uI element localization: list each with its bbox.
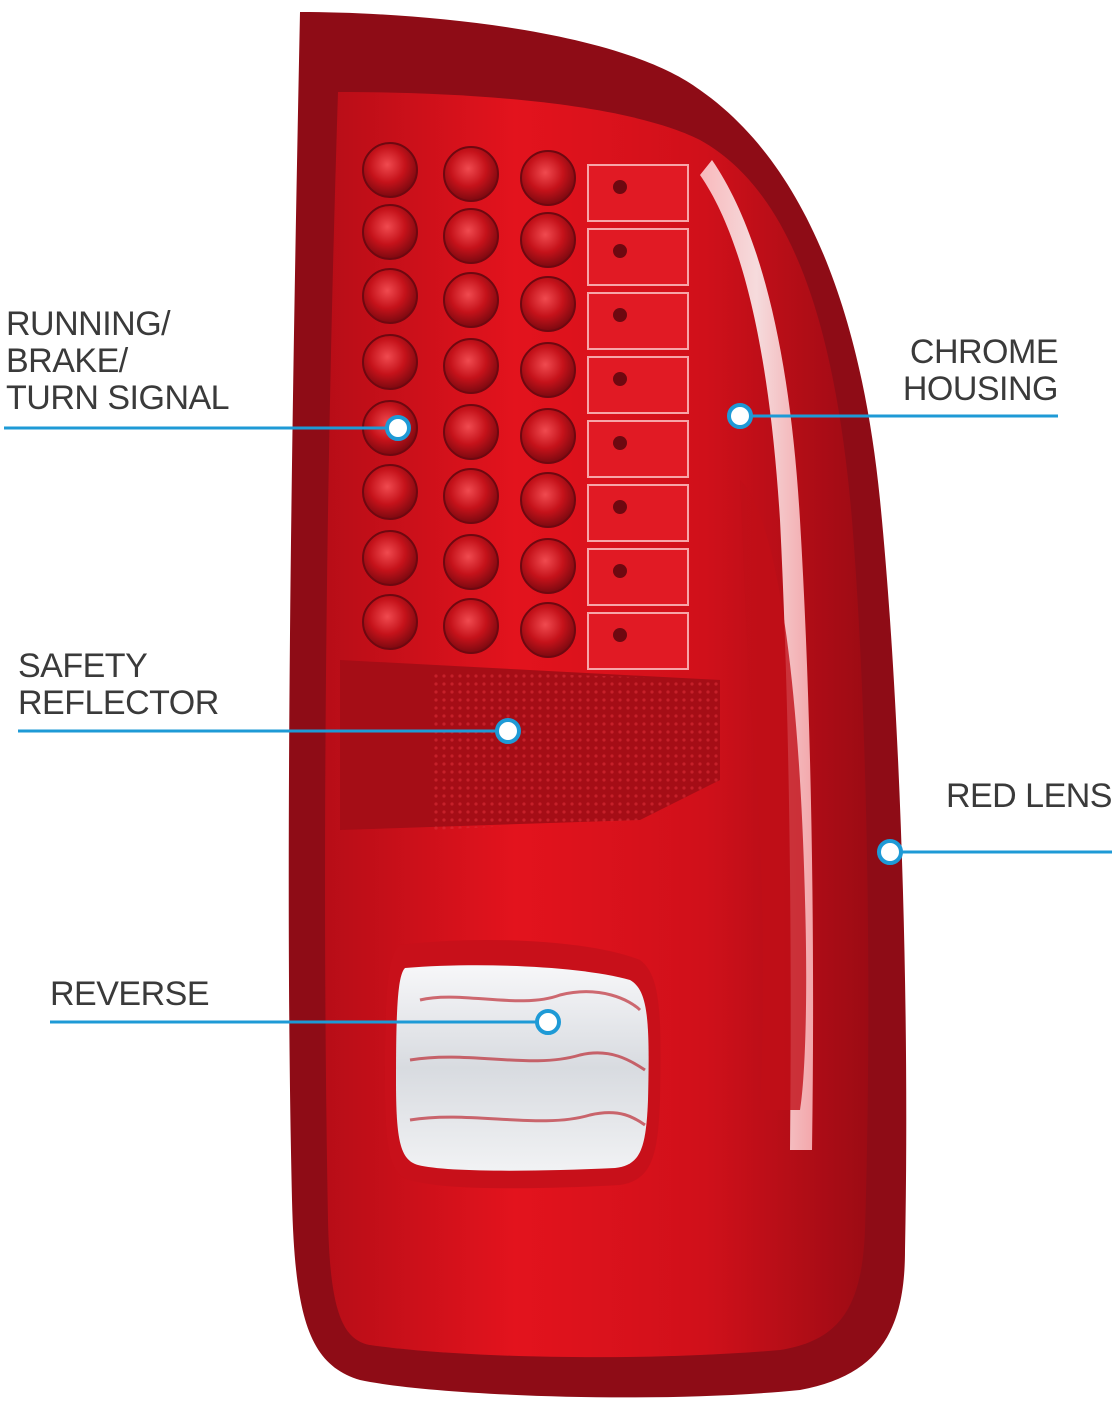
- led-bar-segment: [587, 356, 689, 414]
- led-bar-segment: [587, 164, 689, 222]
- label-safety-line-2: REFLECTOR: [18, 684, 219, 722]
- led-bulb: [362, 334, 418, 390]
- led-array: [362, 142, 576, 658]
- led-bar-segment: [587, 228, 689, 286]
- label-chrome-housing: CHROME HOUSING: [902, 333, 1059, 408]
- label-reverse: REVERSE: [50, 975, 210, 1013]
- led-bar-segments: [587, 164, 689, 670]
- led-bar-segment: [587, 484, 689, 542]
- led-bulb: [520, 472, 576, 528]
- led-bar-dot: [613, 308, 627, 322]
- inner-panel: [740, 480, 807, 1110]
- label-red-lens-line-1: RED LENS: [945, 777, 1113, 815]
- led-bulb: [362, 204, 418, 260]
- led-bulb: [362, 268, 418, 324]
- label-running-line-3: TURN SIGNAL: [6, 379, 230, 417]
- led-bar-dot: [613, 628, 627, 642]
- led-bar-segment: [587, 292, 689, 350]
- label-running-line-2: BRAKE/: [6, 342, 128, 380]
- led-bar-dot: [613, 244, 627, 258]
- label-reverse-line-1: REVERSE: [50, 975, 210, 1013]
- led-bulb: [520, 276, 576, 332]
- label-safety-reflector: SAFETY REFLECTOR: [18, 648, 219, 722]
- chrome-strip: [700, 160, 814, 1150]
- reverse-chrome-detail: [409, 990, 646, 1127]
- label-running-brake-turn: RUNNING/ BRAKE/ TURN SIGNAL: [6, 305, 230, 417]
- callout-safety-dot: [495, 718, 521, 744]
- led-bulb: [520, 408, 576, 464]
- callout-chrome-dot: [727, 403, 753, 429]
- led-bulb: [362, 142, 418, 198]
- callout-red-lens-dot: [877, 839, 903, 865]
- led-bar-dot: [613, 436, 627, 450]
- led-bulb: [443, 208, 499, 264]
- led-bulb: [520, 538, 576, 594]
- led-bulb: [520, 342, 576, 398]
- led-bulb: [443, 272, 499, 328]
- led-bar-segment: [587, 420, 689, 478]
- led-bulb: [443, 404, 499, 460]
- led-bulb: [362, 594, 418, 650]
- led-bulb: [443, 468, 499, 524]
- label-safety-line-1: SAFETY: [18, 647, 148, 685]
- led-bulb: [362, 530, 418, 586]
- led-bulb: [443, 598, 499, 654]
- label-red-lens: RED LENS: [945, 777, 1113, 815]
- led-bulb: [443, 146, 499, 202]
- led-bar-dot: [613, 500, 627, 514]
- callout-running-dot: [385, 415, 411, 441]
- label-running-line-1: RUNNING/: [6, 305, 171, 343]
- led-bar-dot: [613, 372, 627, 386]
- led-bar-segment: [587, 548, 689, 606]
- callout-lines: [4, 403, 1112, 1035]
- led-bulb: [520, 602, 576, 658]
- led-bar-segment: [587, 612, 689, 670]
- led-bulb: [362, 464, 418, 520]
- led-bar-dot: [613, 180, 627, 194]
- led-bulb: [443, 534, 499, 590]
- led-bulb: [520, 212, 576, 268]
- led-bulb: [520, 150, 576, 206]
- led-bulb: [443, 338, 499, 394]
- label-chrome-line-2: HOUSING: [902, 370, 1059, 408]
- label-chrome-line-1: CHROME: [909, 333, 1059, 371]
- callout-reverse-dot: [535, 1009, 561, 1035]
- led-bar-dot: [613, 564, 627, 578]
